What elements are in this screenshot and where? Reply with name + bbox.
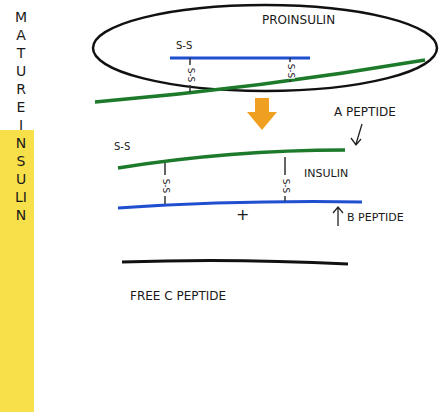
bond-label: S-S [185,68,195,83]
peptide-label: A PEPTIDE [334,106,396,119]
proinsulin-loop [93,5,437,91]
bond-label: S-S [176,40,192,51]
leader-arrow [351,124,362,145]
a-chain [118,150,345,168]
peptide-label: FREE C PEPTIDE [130,290,226,303]
bond-label: S-S [160,179,170,194]
leader-arrow [333,207,343,226]
a-chain [95,60,425,102]
molecule-label: INSULIN [304,168,348,180]
bond-label: S-S [280,179,290,194]
c-peptide [122,260,348,264]
molecule-label: PROINSULIN [262,14,335,27]
vertical-title: MATURE INSULIN [14,8,28,224]
b-chain [170,57,310,60]
process-arrow [247,98,277,130]
bond-label: S-S [285,64,295,79]
bond-label: S-S [114,141,130,152]
peptide-label: B PEPTIDE [347,212,404,224]
plus-sign: + [236,206,249,224]
